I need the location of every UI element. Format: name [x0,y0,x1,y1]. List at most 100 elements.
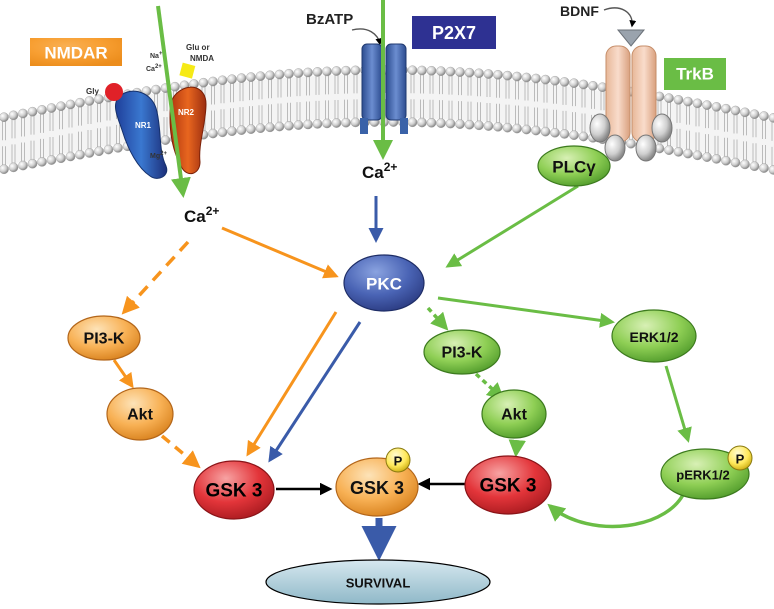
lipid-head [198,77,209,88]
node-gsk3-phosphorylated: GSK 3 P [335,447,419,517]
lipid-tail [268,79,272,124]
lipid-tail [429,74,434,119]
trkb-kinase-domain-4 [635,134,657,162]
lipid-tail [49,112,54,157]
lipid-head [84,96,95,106]
lipid-head [474,68,484,79]
lipid-head [483,121,494,131]
lipid-tail [581,88,586,133]
glu-label: Glu or [186,43,210,52]
lipid-tail [553,84,557,129]
arrow-pkc-to-gsk3-orange [246,311,338,457]
lipid-tail [11,119,16,164]
nr1-label: NR1 [135,121,152,130]
node-pkc: PKC [343,254,425,312]
lipid-tail [705,109,709,154]
lipid-tail [667,102,671,147]
node-perk: pERK1/2 P [660,445,753,500]
pi3k-left-label: PI3-K [84,331,125,348]
lipid-head [493,69,503,80]
lipid-head [284,120,294,131]
nmdar-receptor: NMDAR NR1 Gly NR2 Glu or NMDA Na+ Ca2+ M… [30,5,214,198]
lipid-head [445,66,456,77]
lipid-head [407,65,418,76]
lipid-head [426,65,437,76]
glutamate-site [179,62,196,79]
lipid-head [341,117,351,128]
lipid-tail [600,91,605,136]
lipid-head [303,119,313,130]
lipid-tail [562,85,567,130]
lipid-head [407,117,418,128]
lipid-head [312,67,323,77]
lipid-tail [448,75,453,120]
lipid-tail [239,82,244,127]
lipid-head [246,72,256,82]
trkb-kinase-domain-3 [604,134,626,162]
lipid-head [46,103,57,113]
p2x7-subunit-right [385,43,407,121]
lipid-tail [676,103,681,148]
lipid-head [0,164,9,175]
lipid-tail [2,121,6,166]
lipid-tail [762,120,766,165]
lipid-head [75,97,85,108]
lipid-head [236,125,247,135]
lipid-tail [439,75,443,120]
lipid-head [768,113,774,123]
lipid-tail [344,74,348,119]
lipid-tail [752,118,757,163]
lipid-head [350,117,361,128]
lipid-head [692,150,703,161]
lipid-head [550,75,560,86]
plcg-label: PLCγ [552,158,596,177]
lipid-head [331,118,342,128]
lipid-head [265,70,275,81]
node-pi3k-left: PI3-K [67,315,141,361]
lipid-head [113,143,123,153]
lipid-head [721,155,731,166]
lipid-head [322,66,332,77]
lipid-tail [534,82,538,127]
lipid-tail [496,78,500,123]
lipid-head [293,68,304,78]
node-erk: ERK1/2 [611,309,697,363]
lipid-head [730,105,741,116]
lipid-head [664,93,674,103]
arrow-ca-to-pkc [221,226,339,279]
p2x7-subunit-left [361,43,383,121]
nmdar-ca-influx-arrow [156,5,191,198]
node-survival: SURVIVAL [265,559,491,605]
lipid-tail [458,76,462,121]
lipid-head [569,130,579,140]
glycine-site [105,83,123,101]
pathway-arrows [112,184,692,561]
lipid-tail [743,116,747,161]
lipid-head [350,65,361,76]
lipid-head [673,147,684,157]
p2x7-label: P2X7 [432,23,476,43]
lipid-head [37,105,47,115]
phosphate-left-label: P [394,454,403,469]
lipid-head [255,71,266,81]
akt-right-label: Akt [501,407,527,424]
node-akt-left: Akt [106,387,174,441]
lipid-head [227,126,237,136]
lipid-head [673,95,684,105]
akt-left-label: Akt [127,407,153,424]
arrow-pkc-to-erk [437,296,615,328]
lipid-tail [486,78,491,123]
pkc-label: PKC [366,275,402,294]
lipid-head [455,119,465,129]
lipid-tail [68,108,73,153]
lipid-head [464,67,475,78]
gsk3-left-label: GSK 3 [205,481,262,502]
trkb-label: TrkB [676,65,714,84]
lipid-tail [543,83,548,128]
lipid-head [8,110,19,121]
lipid-head [75,149,85,160]
mg-ion-label: Mg2+ [150,151,167,160]
nmda-label: NMDA [190,54,214,63]
lipid-tail [78,106,82,151]
lipid-head [417,65,427,76]
